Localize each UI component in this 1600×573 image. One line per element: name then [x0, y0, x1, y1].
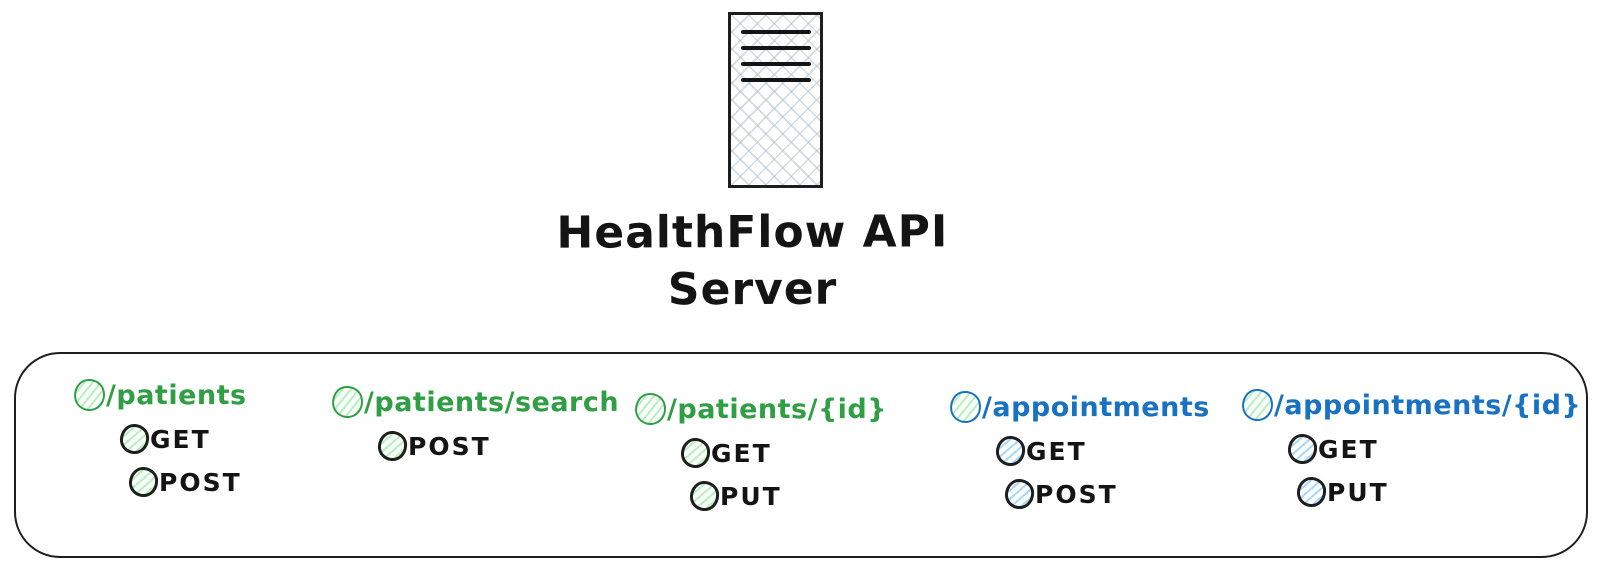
endpoint-path-row: /appointments — [948, 389, 1210, 425]
endpoint-path-row: /appointments/{id} — [1240, 387, 1582, 423]
method-row: PUT — [1295, 476, 1581, 508]
endpoint-path-row: /patients/{id} — [633, 391, 887, 427]
method-label: PUT — [1327, 477, 1389, 507]
diagram-title: HealthFlow API Server — [0, 201, 1505, 320]
method-row: POST — [1003, 478, 1210, 510]
method-label: POST — [1035, 479, 1118, 509]
method-row: POST — [376, 430, 619, 462]
method-label: GET — [711, 438, 772, 468]
endpoints-container: /patients GET POST /patients/search — [14, 352, 1588, 558]
endpoint-path-label: /patients/search — [364, 386, 620, 418]
endpoint-path-label: /patients — [106, 379, 247, 411]
method-label: GET — [1318, 434, 1379, 464]
endpoint-group-appointments-id: /appointments/{id} GET PUT — [1240, 387, 1582, 519]
method-circle-icon — [994, 435, 1027, 467]
endpoint-path-row: /patients/search — [330, 384, 620, 420]
method-row: GET — [118, 423, 247, 455]
method-list: GET POST — [994, 435, 1210, 510]
endpoint-path-label: /appointments/{id} — [1274, 389, 1582, 421]
method-circle-icon — [688, 480, 721, 512]
method-label: POST — [159, 467, 242, 497]
method-list: GET PUT — [1286, 433, 1581, 508]
endpoint-path-row: /patients — [72, 377, 247, 413]
method-circle-icon — [127, 466, 160, 498]
method-row: GET — [994, 435, 1210, 467]
method-list: GET PUT — [679, 437, 887, 512]
title-line-2: Server — [667, 263, 838, 316]
method-circle-icon — [1286, 433, 1319, 465]
method-row: GET — [679, 437, 887, 469]
method-circle-icon — [1003, 478, 1036, 510]
endpoint-circle-icon — [948, 389, 983, 425]
endpoint-circle-icon — [72, 377, 107, 413]
endpoint-path-label: /patients/{id} — [667, 393, 887, 425]
server-slot-line — [740, 78, 811, 82]
endpoint-path-label: /appointments — [982, 391, 1210, 423]
server-slot-line — [740, 30, 811, 34]
endpoint-group-appointments: /appointments GET POST — [948, 389, 1210, 521]
endpoint-group-patients-search: /patients/search POST — [330, 384, 620, 473]
method-circle-icon — [1295, 476, 1328, 508]
server-slot-line — [740, 62, 811, 66]
method-row: GET — [1286, 433, 1581, 465]
method-row: POST — [127, 466, 247, 498]
method-label: POST — [408, 431, 491, 461]
server-slot-line — [740, 46, 811, 50]
method-circle-icon — [118, 423, 151, 455]
method-label: GET — [1026, 436, 1087, 466]
endpoint-group-patients: /patients GET POST — [72, 377, 247, 509]
method-circle-icon — [376, 430, 409, 462]
server-icon — [728, 12, 823, 188]
title-line-1: HealthFlow API — [556, 206, 949, 259]
method-circle-icon — [679, 437, 712, 469]
endpoint-circle-icon — [330, 384, 365, 420]
endpoint-circle-icon — [633, 391, 668, 427]
endpoint-group-patients-id: /patients/{id} GET PUT — [633, 391, 887, 523]
method-label: GET — [150, 424, 211, 454]
method-list: POST — [376, 430, 619, 462]
method-label: PUT — [720, 481, 782, 511]
method-list: GET POST — [118, 423, 247, 498]
endpoint-circle-icon — [1240, 387, 1275, 423]
method-row: PUT — [688, 480, 887, 512]
